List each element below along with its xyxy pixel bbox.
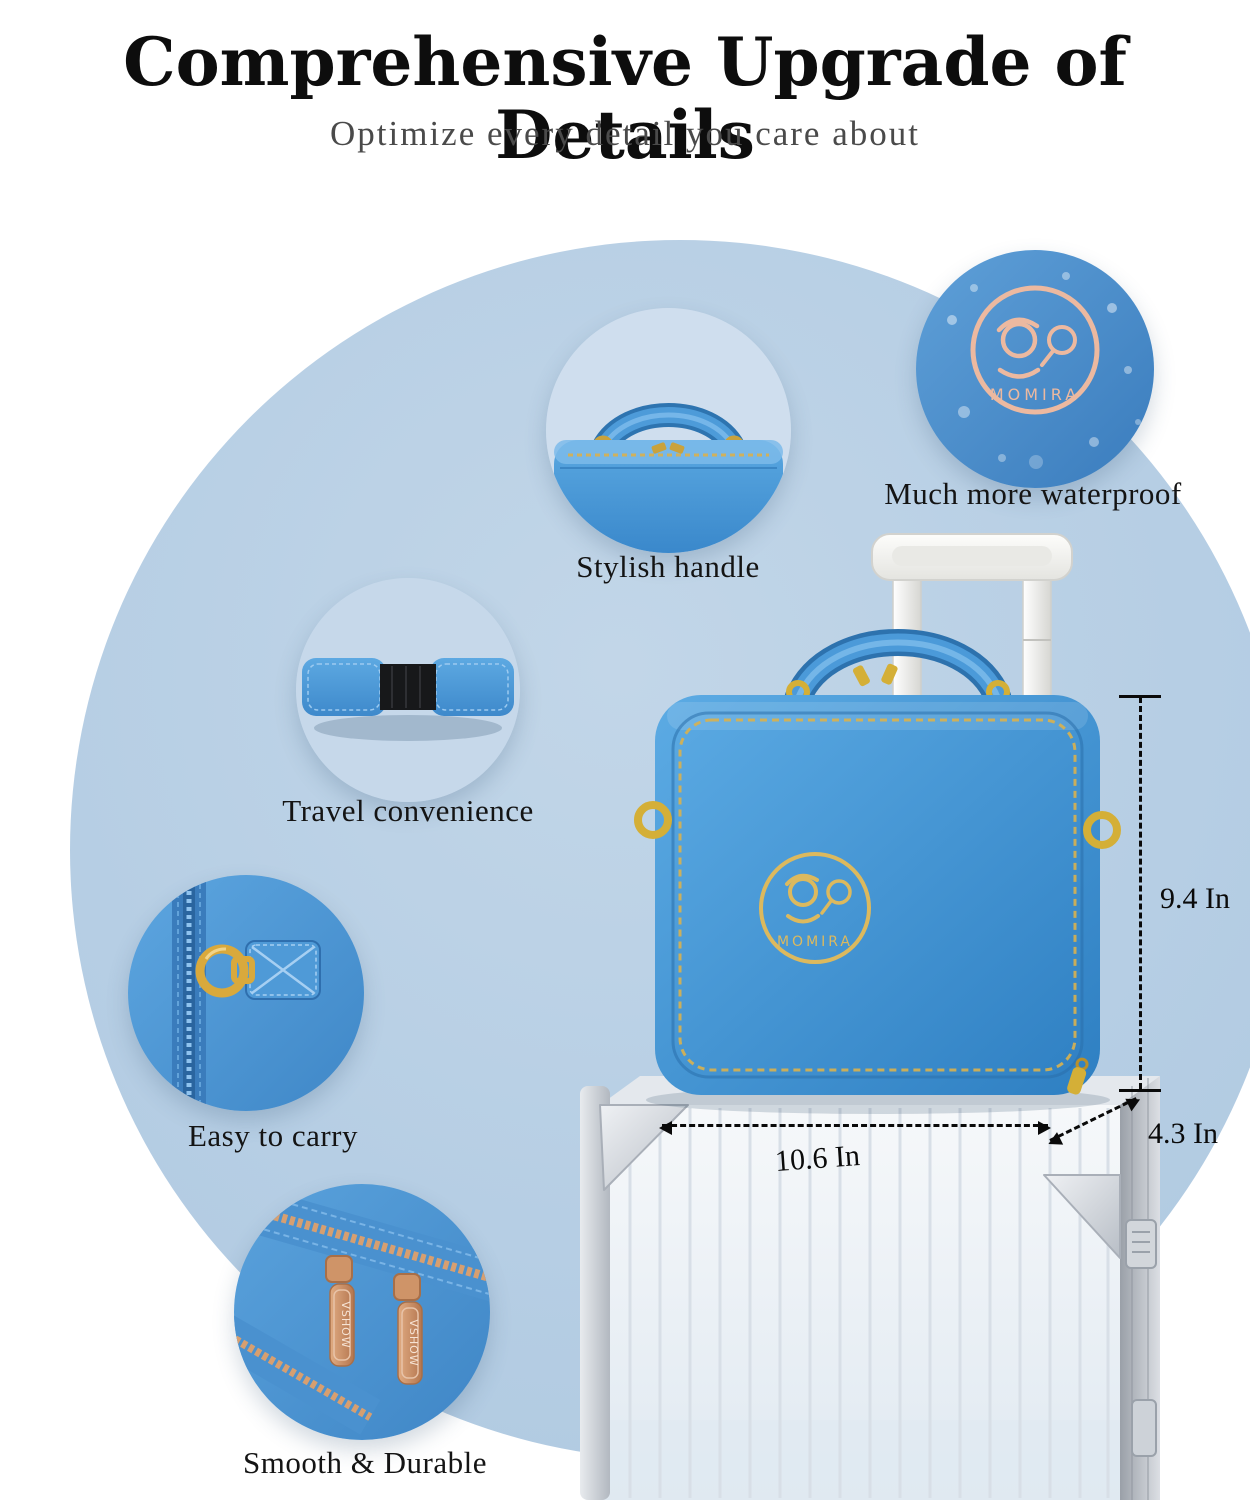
- page-subtitle: Optimize every detail you care about: [330, 114, 920, 153]
- zipper-pull-icon: VSHOW: [393, 1273, 423, 1385]
- zipper-pull-icon: [669, 442, 685, 454]
- suitcase-right-frame: [1120, 1076, 1160, 1500]
- lid-seam: [671, 711, 1084, 1079]
- zipper-pulls-closeup-image: VSHOW VSHOW: [234, 1184, 490, 1440]
- zipper-pull-text: VSHOW: [339, 1301, 352, 1348]
- height-dimension-tick: [1119, 695, 1161, 698]
- width-dimension-label: 10.6 In: [773, 1139, 862, 1178]
- tsa-lock-icon: [1125, 1219, 1157, 1269]
- corner-protector-icon: [1043, 1174, 1121, 1259]
- width-dimension-line: [659, 1121, 1051, 1135]
- d-ring-icon: [634, 801, 672, 839]
- suitcase-left-frame: [580, 1086, 610, 1500]
- latch-icon: [1131, 1399, 1157, 1457]
- suitcase-grooves: [628, 1108, 1110, 1498]
- zipper-pull-icon: [881, 663, 898, 685]
- suitcase: [580, 1076, 1160, 1500]
- page-title: Comprehensive Upgrade of Details: [123, 23, 1127, 174]
- gold-zipper: [678, 718, 1077, 1072]
- travel-convenience-label: Travel convenience: [282, 793, 534, 828]
- cosmetic-case: MOMIRA: [634, 629, 1121, 1095]
- case-logo-text: MOMIRA: [777, 934, 853, 950]
- waterproof-label: Much more waterproof: [884, 476, 1182, 511]
- zipper-pull-icon: [1067, 1057, 1089, 1095]
- height-dimension-label: 9.4 In: [1160, 882, 1230, 915]
- handle-closeup-circle: [546, 308, 791, 553]
- smooth-durable-label: Smooth & Durable: [243, 1445, 487, 1480]
- product-illustration: MOMIRA: [580, 533, 1160, 1500]
- zipper-pull-icon: [852, 665, 870, 687]
- zipper-track: [234, 1309, 381, 1435]
- case-logo: MOMIRA: [759, 852, 871, 964]
- zipper-pull-icon: [651, 442, 667, 454]
- dring-closeup-image: [128, 875, 364, 1111]
- strap-closeup-circle: [296, 578, 520, 802]
- zipper-pull-text: VSHOW: [407, 1319, 420, 1366]
- easy-to-carry-label: Easy to carry: [187, 1118, 359, 1153]
- waterproof-closeup-circle: MOMIRA: [916, 250, 1154, 488]
- height-dimension-tick: [1119, 1089, 1161, 1092]
- trolley-handle: [871, 533, 1073, 716]
- water-droplets-icon: [947, 272, 1141, 469]
- dring-closeup-circle: [128, 875, 364, 1111]
- brand-logo-icon: MOMIRA: [970, 285, 1100, 415]
- waterproof-closeup-image: MOMIRA: [916, 250, 1154, 488]
- height-dimension-line: [1139, 697, 1142, 1089]
- stylish-handle-label: Stylish handle: [576, 549, 760, 584]
- elastic-band: [380, 664, 436, 710]
- d-ring-icon: [1083, 811, 1121, 849]
- depth-dimension-label: 4.3 In: [1148, 1117, 1218, 1150]
- handle-closeup-image: [546, 308, 791, 553]
- zipper-pulls-closeup-circle: VSHOW VSHOW: [234, 1184, 490, 1440]
- strap-closeup-image: [296, 578, 520, 802]
- zipper-pull-icon: VSHOW: [325, 1255, 355, 1367]
- brand-logo-text: MOMIRA: [990, 385, 1080, 404]
